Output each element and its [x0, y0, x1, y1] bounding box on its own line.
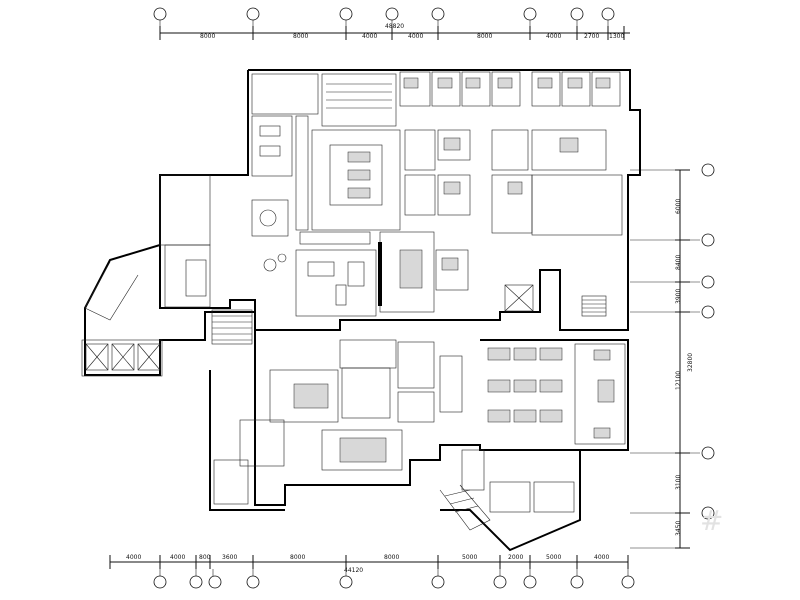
right-axis-bubbles: [701, 163, 715, 520]
top-dim-4: 4000: [408, 33, 423, 40]
top-dim-8: 1300: [609, 33, 624, 40]
room-row-top: [399, 71, 621, 107]
bottom-dim-4: 3600: [222, 554, 237, 561]
right-dim-1: 6000: [675, 199, 682, 214]
building-outer-walls: [84, 69, 641, 552]
right-dim-2: 8400: [675, 255, 682, 270]
bottom-dim-1: 4000: [126, 554, 141, 561]
right-total-dimension: 32800: [687, 353, 694, 372]
bottom-dim-7: 5000: [462, 554, 477, 561]
bottom-axis-bubbles: [153, 569, 635, 589]
right-dim-6: 3450: [675, 521, 682, 536]
right-stair: [581, 295, 607, 317]
bottom-dim-8: 2000: [508, 554, 523, 561]
top-dim-5: 8000: [477, 33, 492, 40]
top-total-dimension: 48820: [385, 23, 404, 30]
room-stack-center: [404, 129, 623, 312]
bottom-dim-10: 4000: [594, 554, 609, 561]
bottom-dim-9: 5000: [546, 554, 561, 561]
right-dimension-chain: 6000 8400 3900 12100 3100 3450 32800: [630, 169, 700, 549]
watermark-mark: #: [700, 504, 723, 537]
bottom-dim-3: 800: [199, 554, 211, 561]
right-dining-hall: [439, 343, 626, 531]
middle-dining-area: [263, 231, 435, 317]
right-dim-5: 3100: [675, 475, 682, 490]
top-dim-7: 2700: [584, 33, 599, 40]
stair-elevator-left: [81, 261, 253, 377]
bottom-total-dimension: 44120: [344, 567, 363, 574]
top-dimension-chain: 48820 8000 8000 4000 4000 8000 4000 2700…: [159, 23, 630, 40]
bottom-dim-5: 8000: [290, 554, 305, 561]
bottom-dimension-chain: 4000 4000 800 3600 8000 8000 5000 2000 5…: [109, 554, 629, 574]
bottom-dim-2: 4000: [170, 554, 185, 561]
upper-left-rooms: [159, 73, 401, 308]
top-dim-6: 4000: [546, 33, 561, 40]
right-dim-3: 3900: [675, 289, 682, 304]
top-dim-3: 4000: [362, 33, 377, 40]
top-axis-bubbles: [153, 7, 615, 26]
right-dim-4: 12100: [675, 371, 682, 390]
top-dim-1: 8000: [200, 33, 215, 40]
lower-center-block: [213, 339, 463, 505]
top-dim-2: 8000: [293, 33, 308, 40]
bottom-dim-6: 8000: [384, 554, 399, 561]
